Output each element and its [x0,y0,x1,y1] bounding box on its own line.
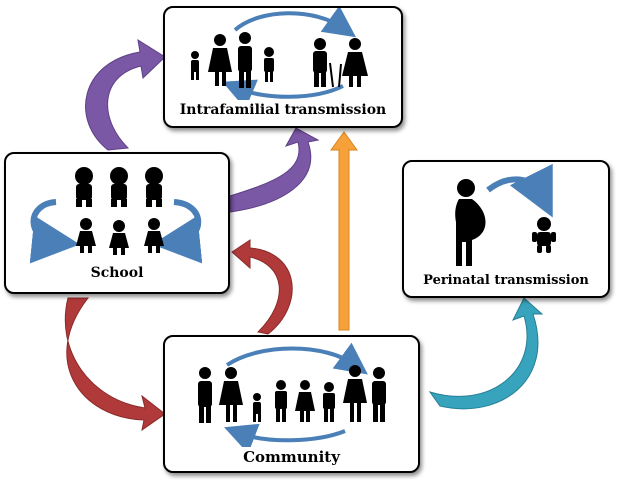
pregnant-woman-icon [455,163,556,266]
family-silhouettes-icon [191,8,368,100]
intrafamilial-node: Intrafamilial transmission [163,6,403,128]
baby-icon [532,217,556,253]
intrafamilial-label: Intrafamilial transmission [179,102,387,118]
school-node: School [4,152,230,294]
community-node: Community [163,335,420,473]
school-label: School [90,265,144,281]
perinatal-node: Perinatal transmission [402,160,610,298]
perinatal-label: Perinatal transmission [423,273,589,288]
orange-arrow-community-to-family [330,131,358,331]
community-label: Community [243,448,340,466]
purple-arrow-school-to-family [85,38,166,151]
children-silhouettes-icon [29,167,203,264]
teal-arrow-community-to-perinatal [428,297,544,410]
red-arrow-community-to-school [231,239,293,335]
purple-arrow-family-to-school [229,127,320,213]
crowd-silhouettes-icon [198,342,386,447]
red-arrow-school-to-community [64,297,166,432]
